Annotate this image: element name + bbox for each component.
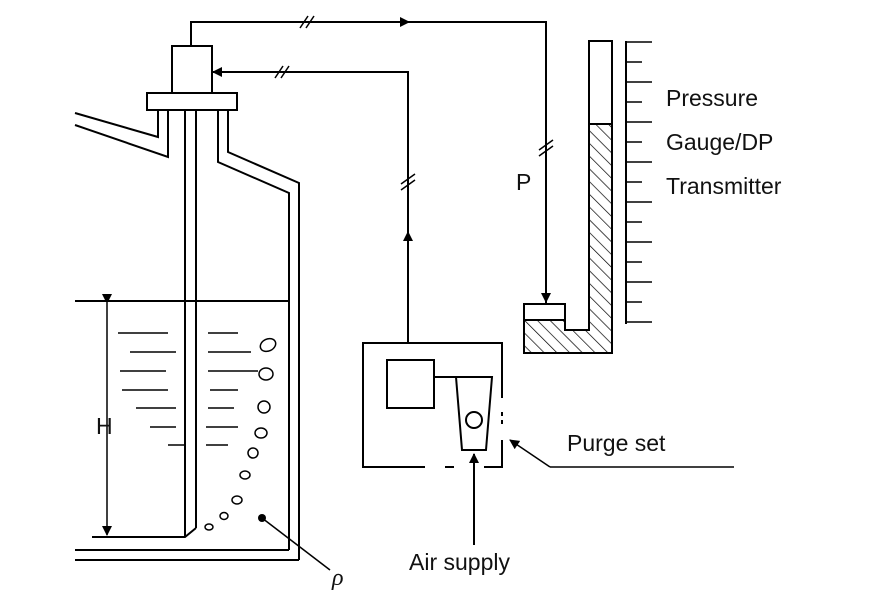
label-gauge: Gauge/DP — [666, 129, 773, 155]
label-air-supply: Air supply — [409, 549, 510, 575]
label-h: H — [96, 413, 113, 439]
liquid-lines — [118, 332, 258, 446]
signal-line — [190, 15, 554, 303]
label-pressure: Pressure — [666, 85, 758, 111]
label-transmitter: Transmitter — [666, 173, 782, 199]
density-pointer — [258, 514, 331, 571]
scale-ticks — [626, 41, 652, 323]
air-bubbles — [204, 337, 277, 531]
label-rho: ρ — [331, 565, 344, 591]
label-purge-set: Purge set — [567, 430, 666, 456]
manometer — [523, 40, 652, 354]
tank — [74, 110, 300, 561]
purge-line — [212, 65, 416, 343]
label-p: P — [516, 169, 531, 195]
dip-tube — [92, 45, 238, 538]
purge-set-box — [362, 342, 734, 545]
